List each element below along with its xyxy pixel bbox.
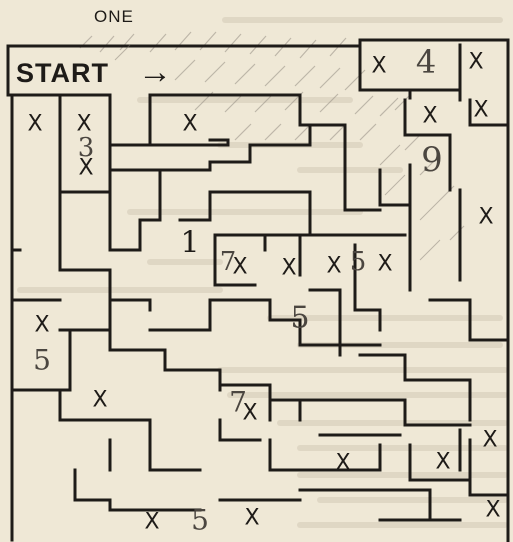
x-mark-icon: X bbox=[281, 256, 296, 281]
puzzle-title: ONE bbox=[94, 8, 134, 25]
x-mark-icon: X bbox=[435, 450, 450, 475]
cell-number: 1 bbox=[180, 226, 199, 261]
x-mark-icon: X bbox=[473, 98, 488, 123]
x-mark-icon: X bbox=[371, 54, 386, 79]
x-mark-icon: X bbox=[144, 510, 159, 535]
x-mark-icon: X bbox=[34, 313, 49, 338]
cell-number: 9 bbox=[421, 140, 443, 180]
cell-number: 5 bbox=[191, 504, 209, 537]
cell-number: 5 bbox=[33, 344, 51, 377]
x-mark-icon: X bbox=[422, 104, 437, 129]
cell-number: 5 bbox=[290, 301, 309, 336]
x-mark-icon: X bbox=[27, 112, 42, 137]
x-mark-icon: X bbox=[92, 388, 107, 413]
x-mark-icon: X bbox=[478, 205, 493, 230]
x-mark-icon: X bbox=[377, 252, 392, 277]
cell-number: 5 bbox=[350, 247, 367, 277]
x-mark-icon: X bbox=[244, 506, 259, 531]
right-arrow-icon: → bbox=[138, 55, 172, 89]
x-mark-icon: X bbox=[482, 428, 497, 453]
cell-number: 7 bbox=[229, 386, 247, 419]
x-mark-icon: X bbox=[326, 254, 341, 279]
x-mark-icon: X bbox=[335, 451, 350, 476]
x-mark-icon: X bbox=[182, 112, 197, 137]
x-mark-icon: X bbox=[485, 498, 500, 523]
cell-number: 3 bbox=[78, 133, 95, 163]
cell-number: 4 bbox=[416, 43, 436, 81]
start-label: START bbox=[16, 60, 109, 87]
x-mark-icon: X bbox=[468, 50, 483, 75]
cell-number: 7 bbox=[220, 247, 237, 277]
